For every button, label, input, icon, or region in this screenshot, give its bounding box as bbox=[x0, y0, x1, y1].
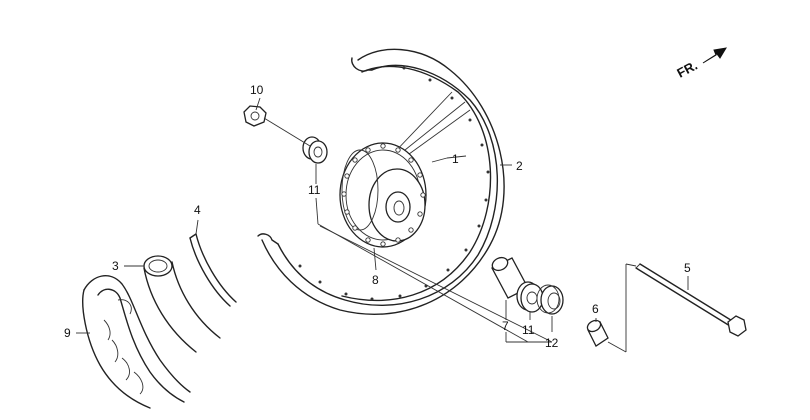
wheel-rim bbox=[257, 48, 505, 315]
axle-nut bbox=[243, 105, 267, 127]
callout-12: 12 bbox=[545, 336, 559, 350]
callout-3: 3 bbox=[112, 259, 119, 273]
callout-1: 1 bbox=[452, 152, 459, 166]
callout-10: 10 bbox=[250, 83, 264, 97]
front-label: FR. bbox=[674, 58, 700, 81]
callout-8: 8 bbox=[372, 273, 379, 287]
bearing-right bbox=[516, 281, 544, 313]
callout-numbers: 1 2 3 4 5 6 7 8 9 10 11 11 12 bbox=[64, 83, 691, 350]
callout-4: 4 bbox=[194, 203, 201, 217]
callout-11-lower: 11 bbox=[522, 323, 535, 337]
leader-lines bbox=[76, 97, 689, 353]
callout-2: 2 bbox=[516, 159, 523, 173]
front-direction-indicator: FR. bbox=[674, 47, 727, 81]
callout-9: 9 bbox=[64, 326, 71, 340]
callout-6: 6 bbox=[592, 302, 599, 316]
callout-5: 5 bbox=[684, 261, 691, 275]
rim-band bbox=[189, 233, 237, 307]
spokes bbox=[391, 91, 471, 163]
callout-11-upper: 11 bbox=[308, 183, 321, 197]
callout-7: 7 bbox=[502, 319, 509, 333]
axle-shaft bbox=[635, 263, 747, 337]
side-collar bbox=[586, 319, 609, 347]
dust-seal bbox=[536, 284, 564, 315]
tire bbox=[82, 275, 191, 409]
hub-spoke-holes bbox=[341, 143, 426, 247]
front-arrow-icon bbox=[702, 47, 727, 64]
inner-tube bbox=[143, 255, 221, 353]
bearing-left bbox=[302, 136, 328, 164]
wheel-hub bbox=[339, 142, 427, 248]
